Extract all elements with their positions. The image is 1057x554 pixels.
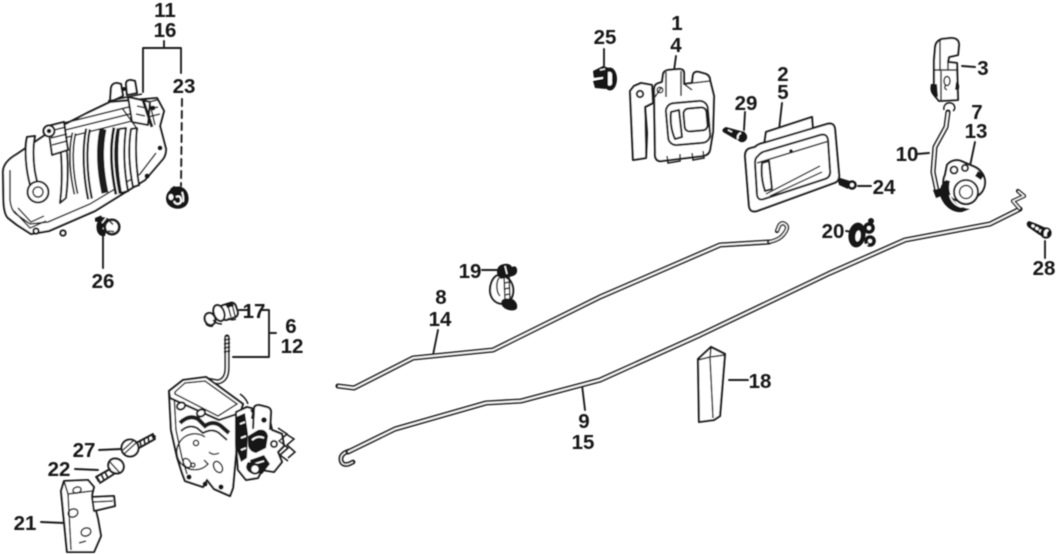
svg-text:12: 12 (281, 335, 304, 358)
svg-text:5: 5 (777, 81, 788, 104)
svg-text:21: 21 (14, 512, 37, 535)
svg-text:29: 29 (735, 92, 758, 115)
svg-text:24: 24 (873, 176, 896, 199)
svg-text:14: 14 (429, 308, 452, 331)
svg-text:11: 11 (154, 0, 176, 22)
svg-text:28: 28 (1033, 257, 1056, 280)
svg-text:4: 4 (670, 34, 682, 57)
svg-text:19: 19 (459, 260, 482, 283)
svg-text:20: 20 (822, 220, 845, 243)
svg-text:17: 17 (243, 300, 266, 323)
svg-text:18: 18 (749, 370, 772, 393)
svg-text:22: 22 (48, 458, 71, 481)
svg-text:16: 16 (154, 19, 177, 42)
svg-text:26: 26 (92, 270, 115, 293)
svg-text:15: 15 (572, 431, 595, 454)
svg-text:1: 1 (671, 12, 682, 35)
svg-text:23: 23 (173, 75, 196, 98)
svg-text:27: 27 (73, 439, 96, 462)
svg-text:8: 8 (435, 286, 446, 309)
svg-text:6: 6 (285, 315, 296, 338)
svg-text:3: 3 (977, 57, 988, 80)
svg-text:2: 2 (777, 63, 788, 86)
svg-text:13: 13 (965, 120, 988, 143)
svg-text:9: 9 (578, 410, 589, 433)
svg-text:25: 25 (594, 26, 617, 49)
svg-text:10: 10 (896, 143, 919, 166)
svg-text:7: 7 (971, 101, 982, 124)
